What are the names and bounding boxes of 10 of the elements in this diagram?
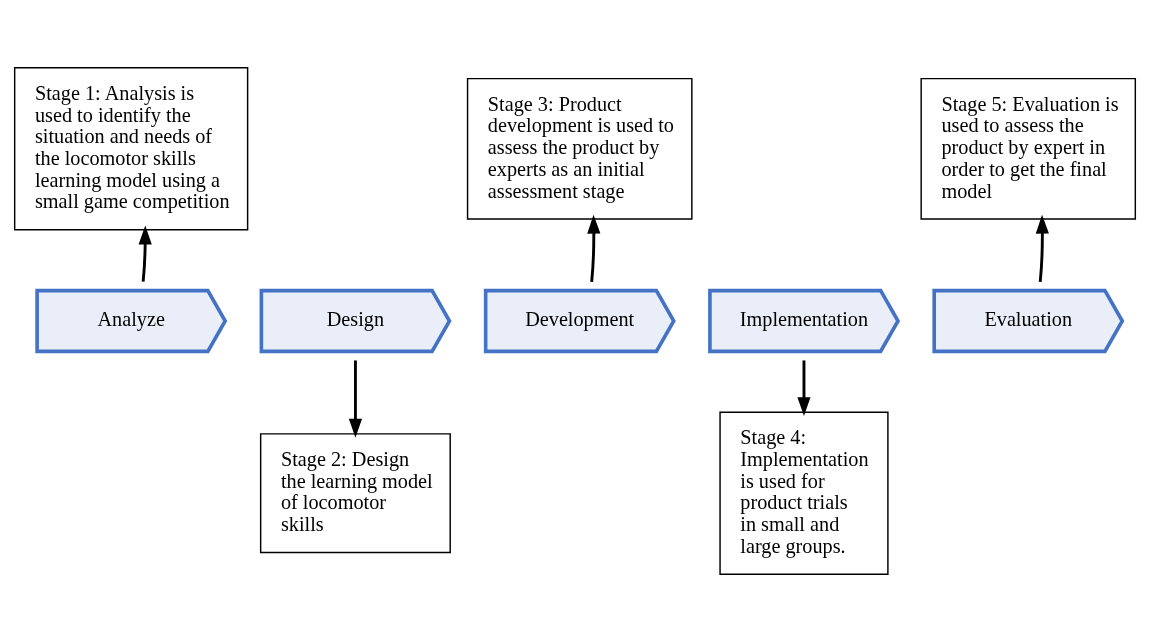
arrow <box>587 214 601 282</box>
node-box: Stage 5: Evaluation is used to assess the product by expert in order to get the final model <box>920 77 1137 220</box>
node-box: Stage 4: Implementation is used for product trials in small and large groups. <box>719 410 889 575</box>
arrow <box>138 225 152 282</box>
arrow <box>348 359 363 438</box>
node-box: Stage 2: Design the learning model of locomotor skills <box>259 432 451 553</box>
node-box: Stage 3: Product development is used to assess the product by experts as an initial assessment stage <box>466 77 693 220</box>
arrow <box>1035 214 1049 282</box>
node-box: Stage 1: Analysis is used to identify the situation and needs of the locomotor skills learning model using a small game competition <box>13 66 249 231</box>
arrow <box>797 359 811 416</box>
